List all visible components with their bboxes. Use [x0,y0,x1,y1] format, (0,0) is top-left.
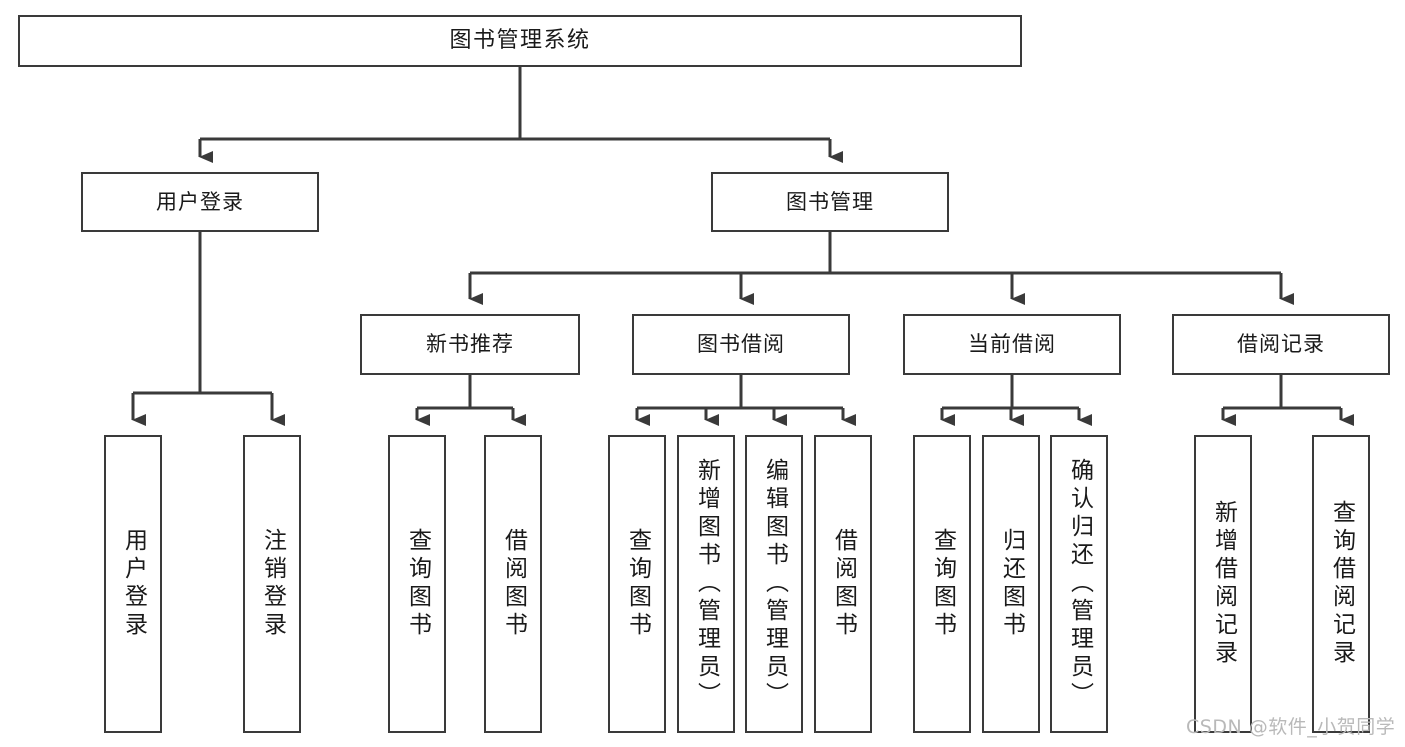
node-label: 查询借阅记录 [1328,500,1355,668]
node-label: 确认归还（管理员） [1066,458,1093,710]
leaf-records-query-record[interactable]: 查询借阅记录 [1312,435,1370,733]
leaf-current-confirm-return-admin[interactable]: 确认归还（管理员） [1050,435,1108,733]
node-label: 新增图书（管理员） [693,458,720,710]
node-label: 查询图书 [624,528,651,640]
node-label: 借阅图书 [830,528,857,640]
leaf-recommend-query-book[interactable]: 查询图书 [388,435,446,733]
node-label: 编辑图书（管理员） [761,458,788,710]
node-label: 图书管理系统 [449,28,591,54]
node-label: 用户登录 [120,528,147,640]
node-borrow-records[interactable]: 借阅记录 [1172,314,1390,375]
node-label: 新增借阅记录 [1210,500,1237,668]
leaf-borrow-edit-book-admin[interactable]: 编辑图书（管理员） [745,435,803,733]
leaf-borrow-query-book[interactable]: 查询图书 [608,435,666,733]
leaf-current-query-book[interactable]: 查询图书 [913,435,971,733]
node-root-system[interactable]: 图书管理系统 [18,15,1022,67]
node-new-book-recommend[interactable]: 新书推荐 [360,314,580,375]
node-label: 注销登录 [259,528,286,640]
node-label: 查询图书 [404,528,431,640]
leaf-borrow-add-book-admin[interactable]: 新增图书（管理员） [677,435,735,733]
node-label: 新书推荐 [426,332,514,357]
leaf-current-return-book[interactable]: 归还图书 [982,435,1040,733]
node-book-management[interactable]: 图书管理 [711,172,949,232]
node-label: 查询图书 [929,528,956,640]
leaf-user-login-action[interactable]: 用户登录 [104,435,162,733]
leaf-user-logout-action[interactable]: 注销登录 [243,435,301,733]
leaf-recommend-borrow-book[interactable]: 借阅图书 [484,435,542,733]
node-current-borrow[interactable]: 当前借阅 [903,314,1121,375]
leaf-records-add-record[interactable]: 新增借阅记录 [1194,435,1252,733]
node-book-borrow[interactable]: 图书借阅 [632,314,850,375]
leaf-borrow-borrow-book[interactable]: 借阅图书 [814,435,872,733]
node-label: 图书管理 [786,189,874,214]
node-label: 借阅图书 [500,528,527,640]
node-user-login[interactable]: 用户登录 [81,172,319,232]
watermark-text: CSDN @软件_小贺同学 [1186,716,1396,738]
node-label: 归还图书 [998,528,1025,640]
node-label: 用户登录 [156,189,244,214]
node-label: 当前借阅 [968,332,1056,357]
node-label: 借阅记录 [1237,332,1325,357]
node-label: 图书借阅 [697,332,785,357]
